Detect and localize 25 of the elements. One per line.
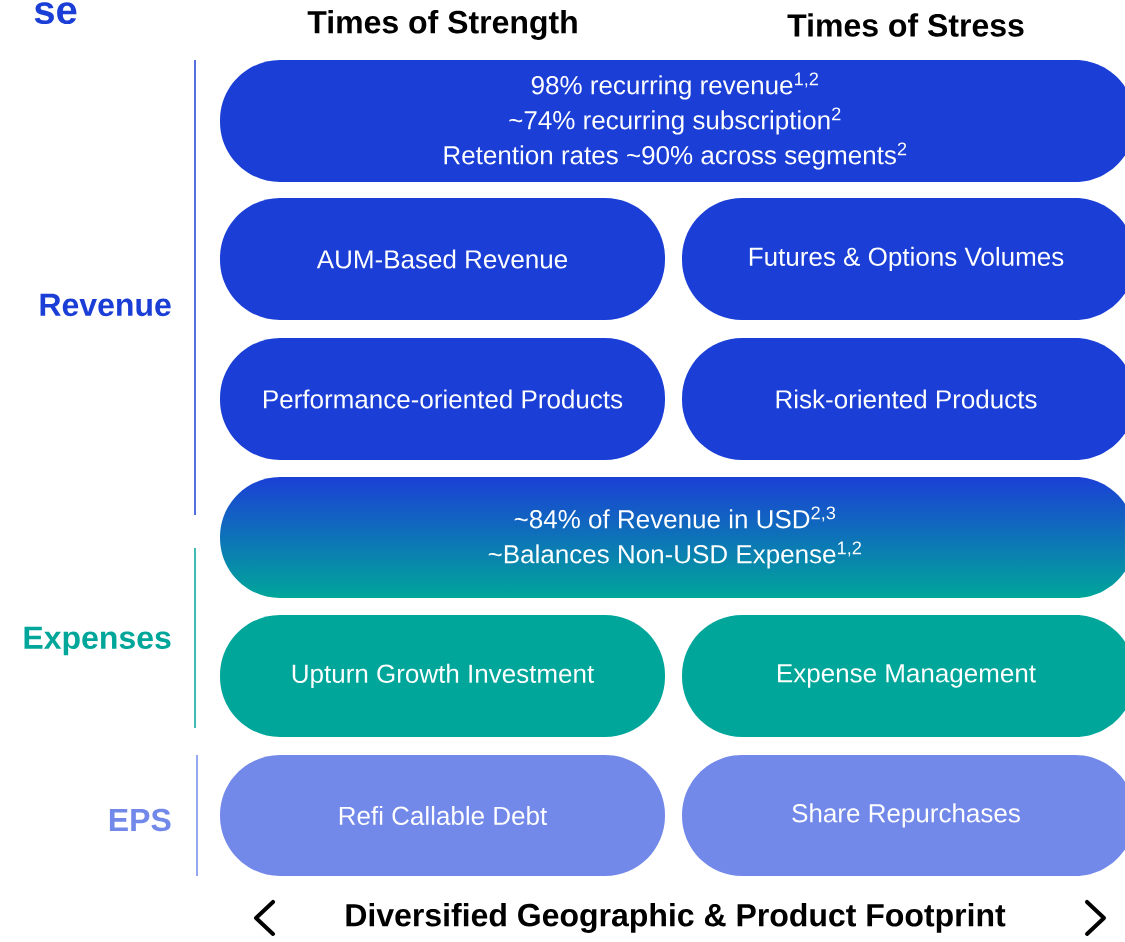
pill-box [220, 338, 665, 460]
row-label: EPS [109, 808, 171, 832]
pill-box [220, 198, 665, 320]
node-label: Risk-oriented Products [776, 389, 1037, 409]
node-label: Retention rates ~90% across segments$^{2}$ [444, 142, 907, 170]
heading: se [34, 2, 77, 25]
pill-box [220, 615, 665, 737]
node-label: 98% recurring revenue$^{1,2}$ [531, 72, 818, 100]
row-label: Expenses [24, 626, 171, 656]
pill-box [682, 198, 1125, 320]
node-label: ~74% recurring subscription$^{2}$ [509, 107, 841, 135]
node-label: Refi Callable Debt [339, 805, 548, 826]
pill-box [682, 615, 1125, 737]
node-label: Futures & Options Volumes [749, 246, 1064, 272]
pill-box [220, 755, 665, 876]
row-label: Revenue [40, 293, 171, 317]
pill-box [220, 60, 1125, 182]
node-label: Share Repurchases [792, 803, 1020, 828]
node-label: AUM-Based Revenue [316, 249, 568, 269]
node-label: Expense Management [778, 664, 1036, 688]
node-label: Performance-oriented Products [264, 389, 623, 409]
pill-box [682, 755, 1125, 876]
pill-box [682, 338, 1125, 460]
footer-label: Diversified Geographic & Product Footprint [346, 903, 1006, 933]
node-label: Upturn Growth Investment [292, 663, 595, 689]
